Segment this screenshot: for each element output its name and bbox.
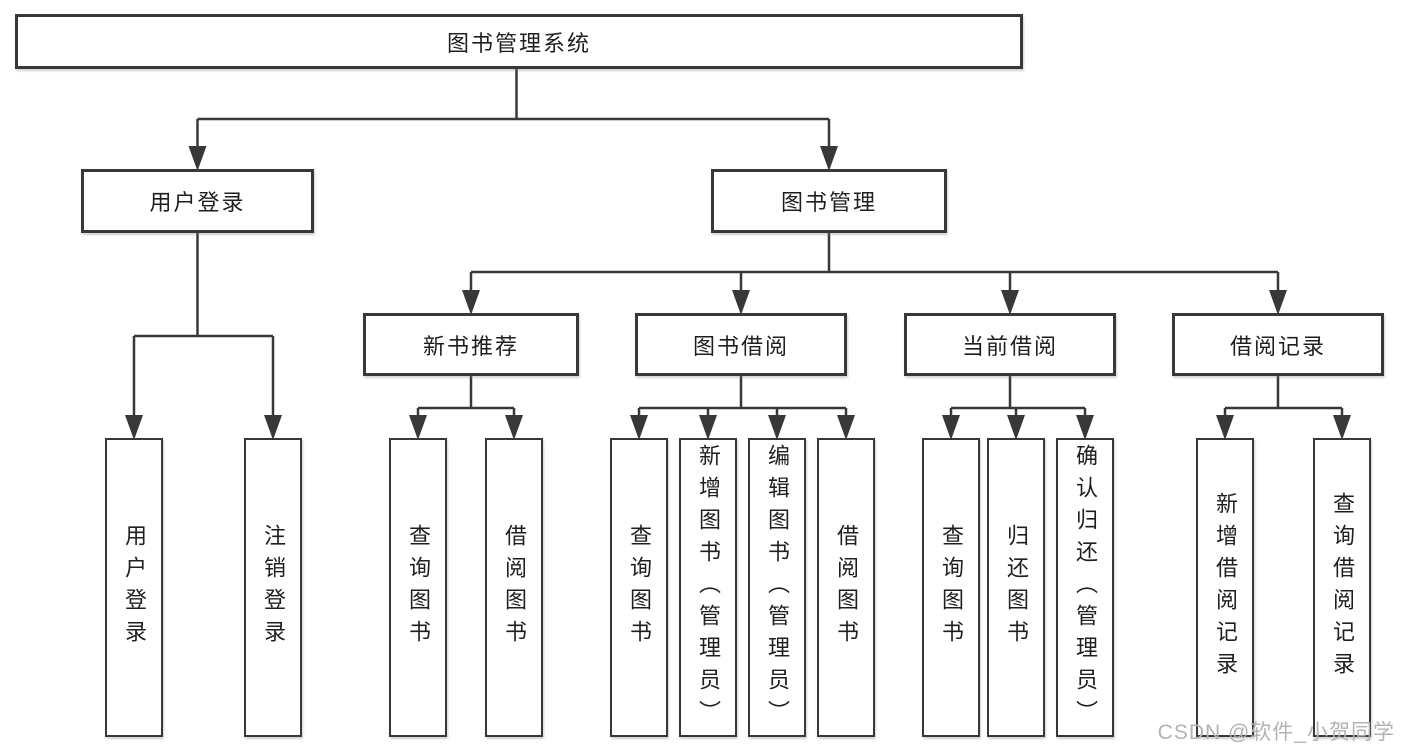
- node-label: 新增借阅记录: [1213, 491, 1238, 684]
- node-current-borrowing: 当前借阅: [904, 313, 1116, 376]
- leaf-borrow-books: 借阅图书: [817, 438, 875, 737]
- node-label: 查询图书: [939, 523, 964, 652]
- leaf-query-books: 查询图书: [922, 438, 980, 737]
- node-book-borrowing: 图书借阅: [635, 313, 847, 376]
- arrow-down-icon: [768, 415, 786, 440]
- leaf-confirm-return-admin: 确认归还（管理员）: [1056, 438, 1114, 737]
- leaf-user-login: 用户登录: [105, 438, 163, 737]
- arrow-down-icon: [462, 290, 480, 315]
- leaf-add-borrow-record: 新增借阅记录: [1196, 438, 1254, 737]
- leaf-return-books: 归还图书: [987, 438, 1045, 737]
- arrow-down-icon: [1269, 290, 1287, 315]
- arrow-down-icon: [1076, 415, 1094, 440]
- arrow-down-icon: [837, 415, 855, 440]
- node-label: 新书推荐: [422, 333, 519, 359]
- node-borrowing-records: 借阅记录: [1172, 313, 1384, 376]
- node-user-login: 用户登录: [81, 169, 314, 233]
- node-label: 编辑图书（管理员）: [765, 443, 790, 732]
- node-label: 用户登录: [122, 523, 147, 652]
- node-label: 借阅图书: [834, 523, 859, 652]
- tree-edges: [132, 69, 1344, 419]
- node-label: 图书管理系统: [446, 30, 591, 56]
- node-label: 注销登录: [261, 523, 286, 652]
- node-label: 新增图书（管理员）: [696, 443, 721, 732]
- node-label: 图书管理: [780, 190, 877, 215]
- leaf-query-books: 查询图书: [389, 438, 447, 737]
- node-label: 归还图书: [1004, 523, 1029, 652]
- arrow-down-icon: [630, 415, 648, 440]
- arrow-down-icon: [264, 415, 282, 440]
- leaf-logout: 注销登录: [244, 438, 302, 737]
- node-label: 当前借阅: [961, 333, 1058, 359]
- leaf-query-borrow-record: 查询借阅记录: [1313, 438, 1371, 737]
- arrow-down-icon: [1007, 415, 1025, 440]
- leaf-add-books-admin: 新增图书（管理员）: [679, 438, 737, 737]
- node-new-book-recommendation: 新书推荐: [363, 313, 579, 376]
- arrow-down-icon: [1001, 290, 1019, 315]
- leaf-edit-books-admin: 编辑图书（管理员）: [748, 438, 806, 737]
- arrow-down-icon: [505, 415, 523, 440]
- arrow-down-icon: [732, 290, 750, 315]
- arrow-down-icon: [188, 146, 207, 171]
- arrow-down-icon: [125, 415, 143, 440]
- node-library-management-system: 图书管理系统: [15, 14, 1023, 69]
- node-book-management: 图书管理: [711, 169, 947, 233]
- arrow-down-icon: [820, 146, 838, 171]
- node-label: 用户登录: [149, 190, 246, 215]
- node-label: 查询图书: [406, 523, 431, 652]
- node-label: 借阅图书: [502, 523, 527, 652]
- csdn-watermark: CSDN @软件_小贺同学: [1157, 721, 1395, 744]
- arrow-down-icon: [942, 415, 960, 440]
- leaf-borrow-books: 借阅图书: [485, 438, 543, 737]
- arrow-down-icon: [699, 415, 717, 440]
- node-label: 查询图书: [627, 523, 652, 652]
- arrow-down-icon: [409, 415, 427, 440]
- node-label: 图书借阅: [692, 333, 789, 359]
- arrow-down-icon: [1333, 415, 1351, 440]
- leaf-query-books: 查询图书: [610, 438, 668, 737]
- node-label: 确认归还（管理员）: [1073, 443, 1098, 732]
- node-label: 借阅记录: [1229, 333, 1326, 359]
- arrow-down-icon: [1216, 415, 1234, 440]
- arrowheads: [125, 146, 1351, 440]
- node-label: 查询借阅记录: [1330, 491, 1355, 684]
